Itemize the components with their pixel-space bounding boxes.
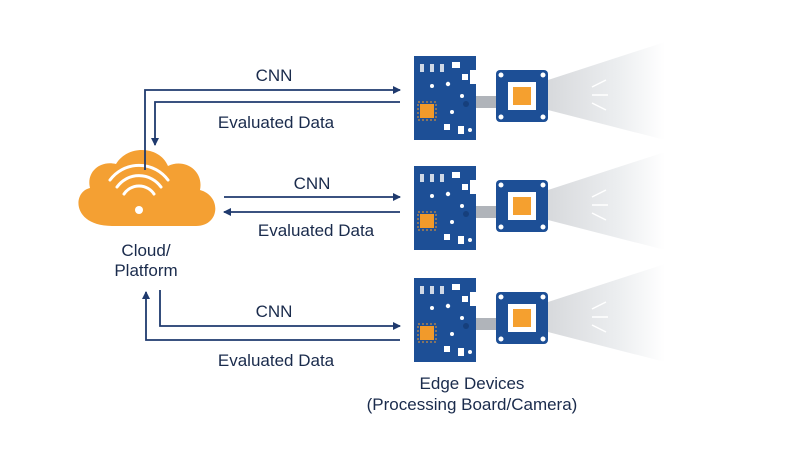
link-2-down-label: CNN xyxy=(294,174,331,193)
edge-device-1 xyxy=(414,42,665,140)
edge-devices-label-line1: Edge Devices xyxy=(420,374,525,393)
camera-beam xyxy=(548,264,665,362)
processing-board-icon xyxy=(414,166,476,250)
link-2-up-label: Evaluated Data xyxy=(258,221,375,240)
link-1-up-label: Evaluated Data xyxy=(218,113,335,132)
processing-board-icon xyxy=(414,278,476,362)
link-2-arrows xyxy=(223,193,401,216)
cloud-label-line2: Platform xyxy=(114,261,177,280)
cloud-icon xyxy=(78,149,216,226)
processing-board-icon xyxy=(414,56,476,140)
edge-device-3 xyxy=(414,264,665,362)
link-1-down-label: CNN xyxy=(256,66,293,85)
camera-beam xyxy=(548,152,665,250)
wifi-icon xyxy=(108,163,170,214)
link-3-down-label: CNN xyxy=(256,302,293,321)
link-3-arrows xyxy=(142,290,401,341)
ribbon-cable xyxy=(476,96,498,108)
ribbon-cable xyxy=(476,318,498,330)
link-3-up-arrow xyxy=(142,291,400,341)
link-1-up-arrow xyxy=(151,101,400,146)
link-1-down-arrow xyxy=(144,86,401,170)
camera-icon xyxy=(496,180,548,232)
camera-icon xyxy=(496,292,548,344)
edge-devices-label-line2: (Processing Board/Camera) xyxy=(367,395,578,414)
ribbon-cable xyxy=(476,206,498,218)
link-3-up-label: Evaluated Data xyxy=(218,351,335,370)
edge-device-2 xyxy=(414,152,665,250)
link-1-arrows xyxy=(144,86,401,170)
cloud-label-line1: Cloud/ xyxy=(121,241,170,260)
camera-icon xyxy=(496,70,548,122)
link-3-down-arrow xyxy=(159,290,401,330)
camera-beam xyxy=(548,42,665,140)
